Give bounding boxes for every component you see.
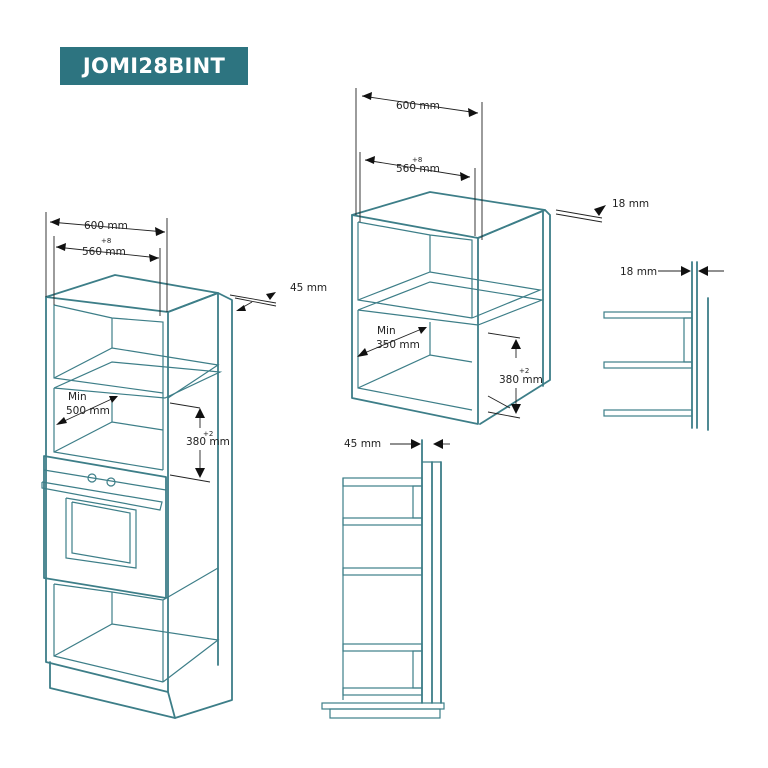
model-title-badge: JOMI28BINT <box>60 47 248 85</box>
wall-width-inner-label: 560 mm <box>396 163 440 175</box>
tall-min-label: Min <box>68 391 87 403</box>
tall-opening-tolerance: +2 <box>203 430 213 438</box>
tall-width-outer-label: 600 mm <box>84 220 128 232</box>
tall-width-inner-tolerance: +8 <box>101 237 111 245</box>
tall-section-offset-label: 45 mm <box>344 438 381 450</box>
wall-cabinet-drawing <box>351 88 606 425</box>
tall-min-value-label: 500 mm <box>66 405 110 417</box>
tall-depth-offset-label: 45 mm <box>290 282 327 294</box>
wall-min-label: Min <box>377 325 396 337</box>
tall-section-drawing <box>321 439 450 719</box>
tall-cabinet-drawing <box>41 212 277 719</box>
wall-width-inner-tolerance: +8 <box>412 156 422 164</box>
tall-width-inner-label: 560 mm <box>82 246 126 258</box>
wall-width-outer-label: 600 mm <box>396 100 440 112</box>
wall-opening-tolerance: +2 <box>519 367 529 375</box>
wall-min-value-label: 350 mm <box>376 339 420 351</box>
wall-section-drawing <box>603 261 724 431</box>
wall-board-thickness-label: 18 mm <box>612 198 649 210</box>
tall-opening-height-label: 380 mm <box>186 436 230 448</box>
wall-section-thickness-label: 18 mm <box>620 266 657 278</box>
wall-opening-height-label: 380 mm <box>499 374 543 386</box>
